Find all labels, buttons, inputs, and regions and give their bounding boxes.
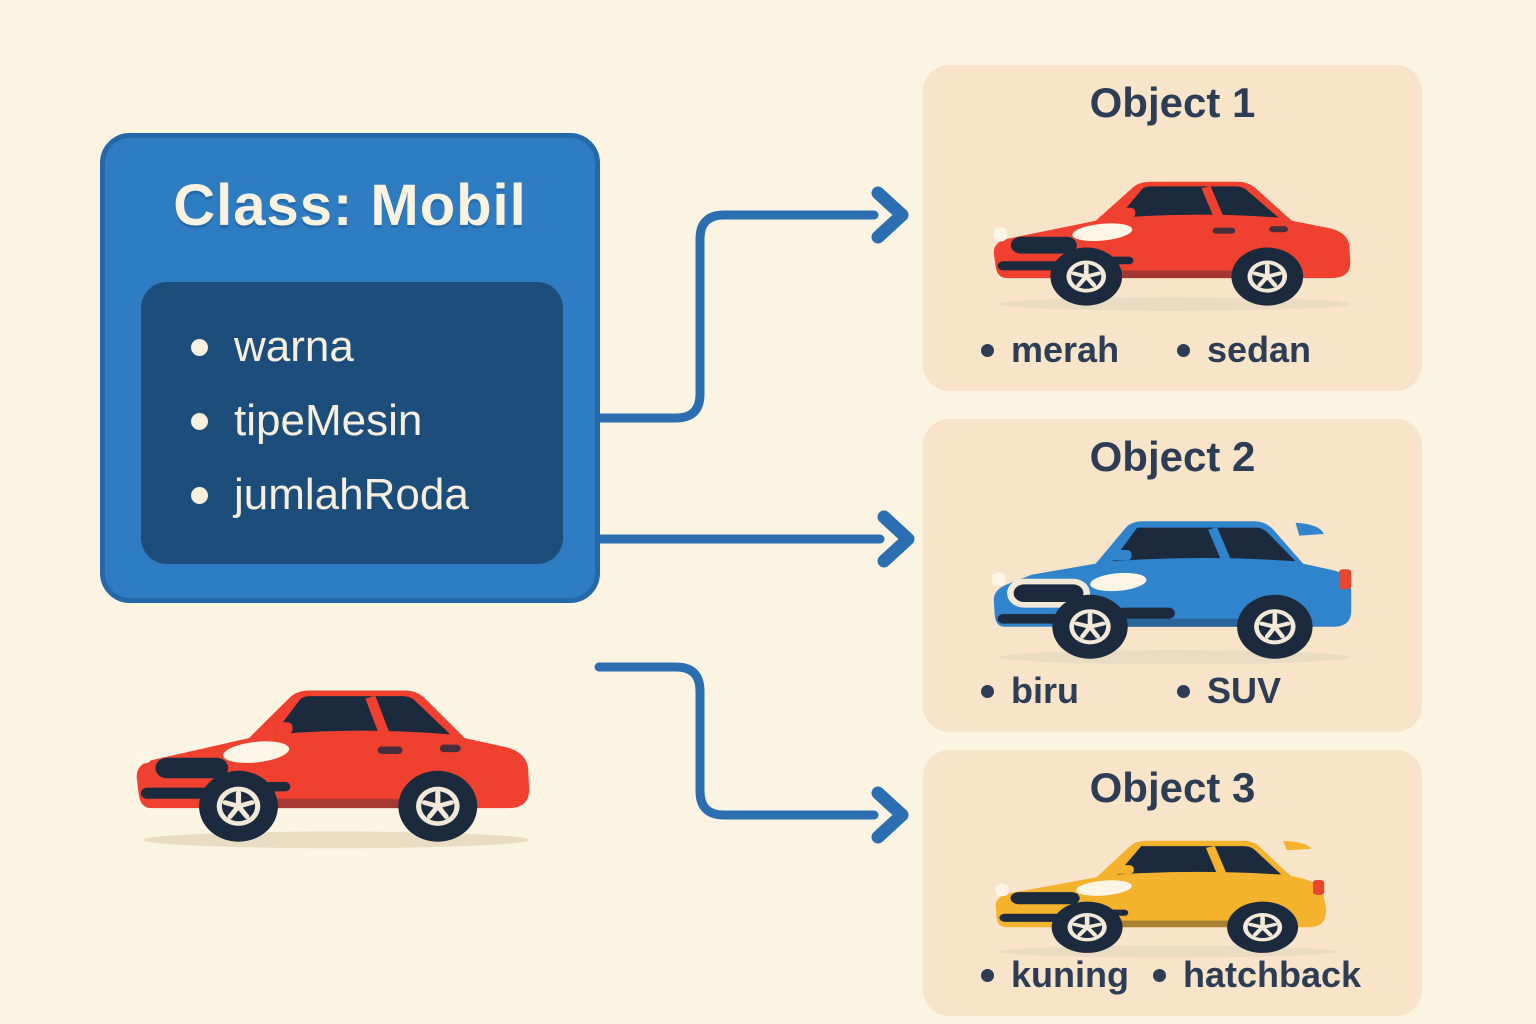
class-attribute-label: jumlahRoda xyxy=(234,470,469,519)
rear-wheel xyxy=(398,770,478,842)
object-2-attributes: biru SUV xyxy=(923,670,1422,732)
bullet-icon xyxy=(1177,684,1190,698)
class-attribute-jumlahroda: jumlahRoda xyxy=(191,458,563,532)
bullet-icon xyxy=(981,343,994,357)
bullet-icon xyxy=(1177,343,1190,357)
rear-wheel xyxy=(1236,594,1313,659)
blue-suv-illustration xyxy=(991,520,1351,664)
attribute-tipe-value: sedan xyxy=(1177,329,1311,371)
object-card-1: Object 1 xyxy=(923,65,1422,391)
object-1-car-wrap xyxy=(975,127,1371,329)
red-sedan-illustration xyxy=(993,181,1350,311)
instance-car-illustration xyxy=(116,642,552,857)
bullet-icon xyxy=(981,684,994,698)
bullet-icon xyxy=(981,968,994,982)
class-attributes-box: warna tipeMesin jumlahRoda xyxy=(141,282,563,564)
object-1-title: Object 1 xyxy=(1089,79,1256,126)
arrow-to-object-3 xyxy=(594,662,909,844)
class-attribute-tipemesin: tipeMesin xyxy=(191,384,563,458)
class-attribute-label: warna xyxy=(234,322,354,371)
object-3-car-wrap xyxy=(977,812,1369,958)
class-attribute-label: tipeMesin xyxy=(234,396,423,445)
object-2-title: Object 2 xyxy=(1089,433,1256,480)
bullet-icon xyxy=(1153,968,1166,982)
attribute-warna-value: biru xyxy=(981,670,1177,712)
bullet-icon xyxy=(191,486,208,504)
attribute-tipe-value: SUV xyxy=(1177,670,1281,712)
arrow-to-object-2 xyxy=(595,510,915,568)
object-2-car-wrap xyxy=(975,481,1371,670)
class-attribute-list: warna tipeMesin jumlahRoda xyxy=(141,282,563,532)
class-title: Class: Mobil xyxy=(173,173,527,238)
attribute-tipe-value: hatchback xyxy=(1153,954,1361,996)
yellow-hatchback-illustration xyxy=(995,840,1336,958)
rear-wheel xyxy=(1226,901,1298,953)
object-1-attributes: merah sedan xyxy=(923,329,1422,391)
red-sedan-illustration xyxy=(136,690,530,849)
attribute-warna-value: kuning xyxy=(981,954,1153,996)
attribute-warna-value: merah xyxy=(981,329,1177,371)
object-card-2: Object 2 xyxy=(923,419,1422,732)
object-3-title: Object 3 xyxy=(1089,764,1256,811)
bullet-icon xyxy=(191,412,208,430)
object-card-3: Object 3 xyxy=(923,750,1422,1016)
arrow-to-object-1 xyxy=(595,186,909,423)
front-wheel xyxy=(1049,247,1122,306)
bullet-icon xyxy=(191,338,208,356)
object-3-attributes: kuning hatchback xyxy=(923,954,1422,1016)
rear-wheel xyxy=(1230,247,1303,306)
class-box: Class: Mobil warna tipeMesin jumlahRoda xyxy=(100,133,600,603)
front-wheel xyxy=(1051,594,1128,659)
front-wheel xyxy=(199,770,278,842)
front-wheel xyxy=(1051,901,1123,953)
class-attribute-warna: warna xyxy=(191,310,563,384)
